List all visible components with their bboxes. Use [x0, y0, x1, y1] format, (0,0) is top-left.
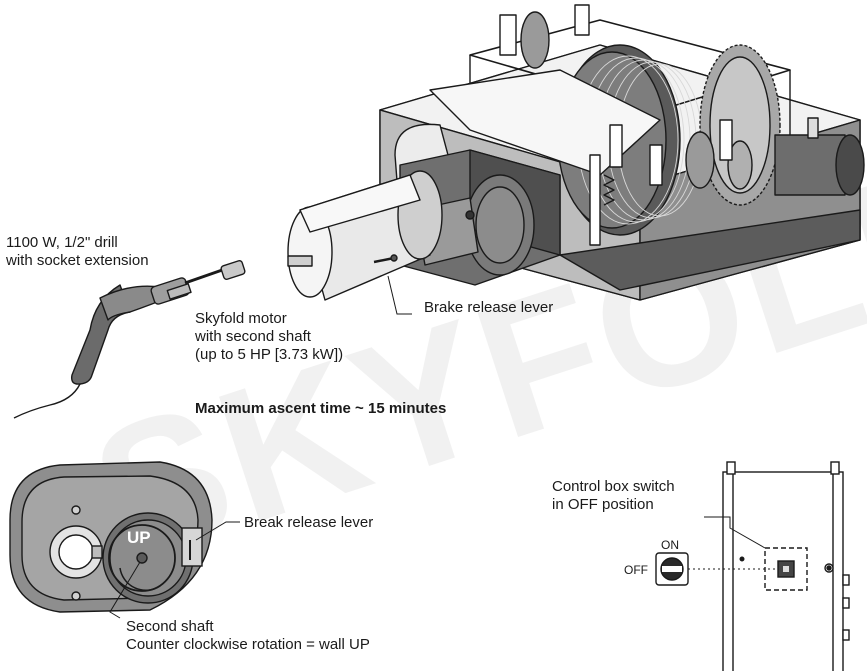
motor-label-line1: Skyfold motor [195, 310, 287, 327]
drill-label-line2: with socket extension [6, 252, 149, 269]
switch-off-label: OFF [624, 563, 648, 577]
control-box-label-line2: in OFF position [552, 496, 654, 513]
motor-label-line3: (up to 5 HP [3.73 kW]) [195, 346, 344, 363]
break-release-label: Break release lever [244, 514, 374, 531]
switch-on-label: ON [661, 538, 679, 552]
brake-release-label: Brake release lever [424, 299, 554, 316]
ascent-time-note: Maximum ascent time ~ 15 minutes [195, 400, 447, 417]
up-marker: UP [127, 528, 151, 547]
skyfold-machine-illustration [287, 4, 865, 301]
rotation-label: Counter clockwise rotation = wall UP [126, 636, 370, 653]
motor-label-line2: with second shaft [195, 328, 311, 345]
off-switch-knob [655, 552, 689, 586]
control-box-label-line1: Control box switch [552, 478, 675, 495]
drill-label-line1: 1100 W, 1/2" drill [6, 234, 118, 251]
brake-release-leader [387, 275, 412, 315]
second-shaft-label: Second shaft [126, 618, 214, 635]
second-shaft-leader [109, 561, 141, 619]
motor-end-view [9, 461, 213, 613]
control-box-leader [704, 516, 766, 549]
control-box [722, 461, 850, 671]
break-release-leader [195, 521, 240, 541]
drill-illustration [13, 260, 246, 419]
